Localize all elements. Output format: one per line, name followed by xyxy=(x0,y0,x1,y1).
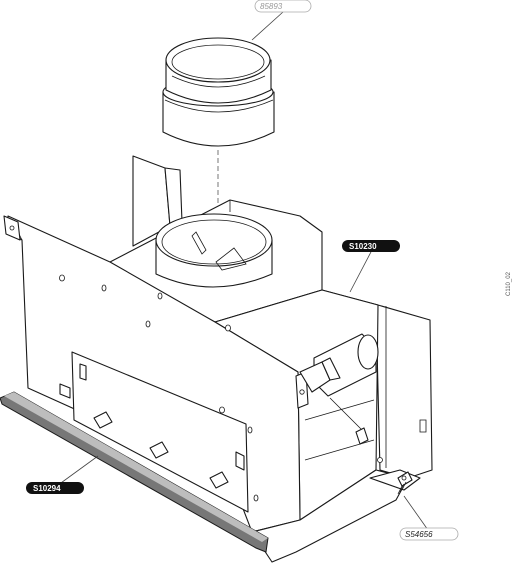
screw-part xyxy=(397,471,413,495)
leader-top xyxy=(251,11,284,41)
leader-right-upper xyxy=(349,249,373,293)
callout-left-lower-label: S10294 xyxy=(33,484,61,493)
housing-ring-opening xyxy=(155,213,273,288)
collar-ring xyxy=(162,37,275,147)
actuator-assembly xyxy=(299,333,383,463)
leader-bottom-right xyxy=(403,495,429,531)
callout-right-upper: S10230 xyxy=(342,240,400,252)
callout-top: 85893 xyxy=(254,0,312,13)
gasket-strip xyxy=(0,391,269,553)
callout-left-lower: S10294 xyxy=(26,482,84,494)
callout-bottom-right: S54656 xyxy=(399,527,459,541)
callout-top-label: 85893 xyxy=(260,2,283,11)
drawing-code: C110_02 xyxy=(506,271,512,296)
main-housing xyxy=(3,155,433,563)
callout-right-upper-label: S10230 xyxy=(349,242,377,251)
callout-bottom-right-label: S54656 xyxy=(405,530,433,539)
